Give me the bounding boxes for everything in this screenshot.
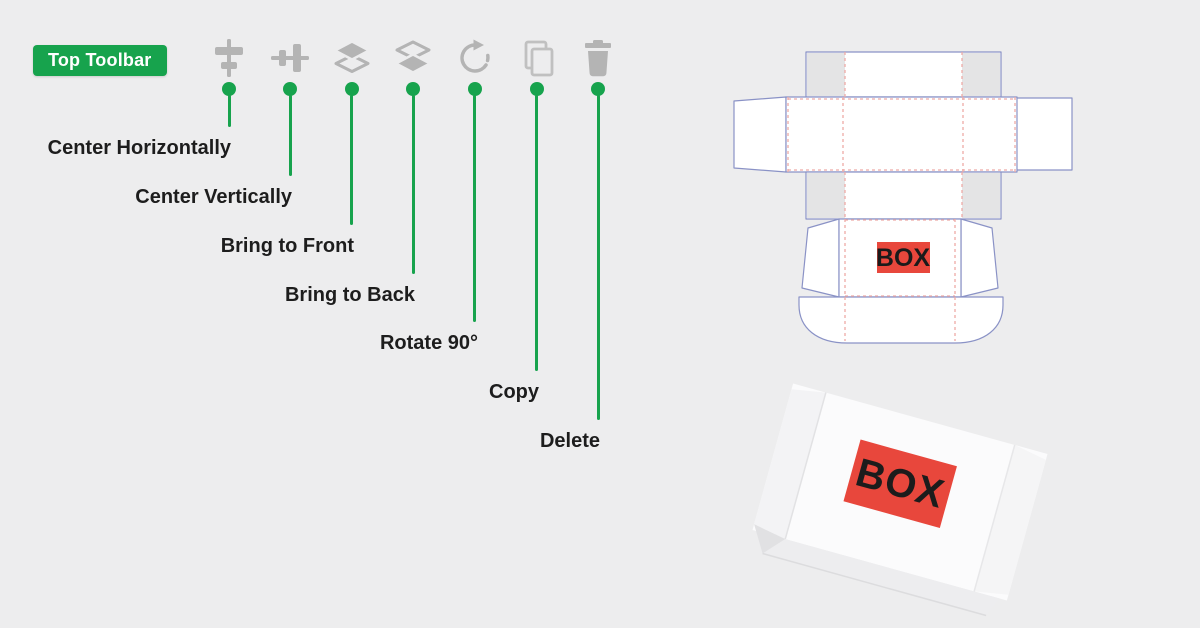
callout-line: [473, 95, 476, 322]
center-vertically-button[interactable]: [268, 36, 312, 80]
label-center-horizontally: Center Horizontally: [47, 137, 231, 159]
label-bring-to-front: Bring to Front: [220, 235, 354, 257]
dieline-box-label-text: BOX: [876, 244, 931, 272]
glue-area: [962, 173, 1000, 218]
delete-button[interactable]: [576, 36, 620, 80]
callout-dot: [222, 82, 236, 96]
glue-area: [807, 173, 845, 218]
center-horizontally-button[interactable]: [207, 36, 251, 80]
callout-line: [350, 95, 353, 225]
dust-flap: [801, 218, 840, 298]
align-center-horizontally-icon: [215, 39, 243, 77]
align-center-vertically-icon: [271, 44, 309, 72]
bring-to-back-icon: [394, 40, 432, 74]
section-badge-label: Top Toolbar: [48, 50, 152, 70]
callout-dot: [406, 82, 420, 96]
bring-to-front-icon: [333, 40, 371, 73]
copy-button[interactable]: [515, 36, 559, 80]
callout-line: [535, 95, 538, 371]
label-bring-to-back: Bring to Back: [284, 284, 415, 306]
section-badge: Top Toolbar: [33, 45, 167, 76]
label-copy: Copy: [489, 381, 539, 403]
tuck-flap: [798, 296, 1004, 344]
copy-icon: [524, 40, 554, 77]
callout-dot: [591, 82, 605, 96]
glue-area: [807, 53, 845, 96]
callout-line: [228, 95, 231, 127]
callout-dot: [345, 82, 359, 96]
box-front-side: [760, 532, 1000, 616]
callout-dot: [468, 82, 482, 96]
label-center-vertically: Center Vertically: [135, 186, 292, 208]
right-tab: [1013, 97, 1073, 171]
dieline-template: BOX: [733, 51, 1073, 344]
dust-flap: [960, 218, 999, 298]
callout-line: [412, 95, 415, 274]
label-rotate-90: Rotate 90°: [379, 332, 478, 354]
box-preview-label-text: BOX: [851, 451, 949, 517]
bring-to-front-button[interactable]: [330, 36, 374, 80]
box-right-end: [974, 444, 1046, 595]
dieline-box-label: [877, 242, 930, 273]
rotate-90-icon: [460, 39, 490, 73]
delete-icon: [585, 40, 611, 77]
bring-to-back-button[interactable]: [391, 36, 435, 80]
box-left-end: [754, 389, 826, 540]
box-preview-label: [843, 439, 957, 528]
callout-dot: [283, 82, 297, 96]
box-3d-preview: BOX: [752, 383, 1048, 617]
face-panel: [838, 218, 962, 298]
label-delete: Delete: [539, 430, 600, 452]
rotate-90-button[interactable]: [453, 36, 497, 80]
fold-lines: [787, 52, 1016, 341]
callout-dot: [530, 82, 544, 96]
callout-line: [597, 95, 600, 420]
callout-line: [289, 95, 292, 176]
left-tab: [733, 96, 787, 173]
glue-area: [962, 53, 1000, 96]
